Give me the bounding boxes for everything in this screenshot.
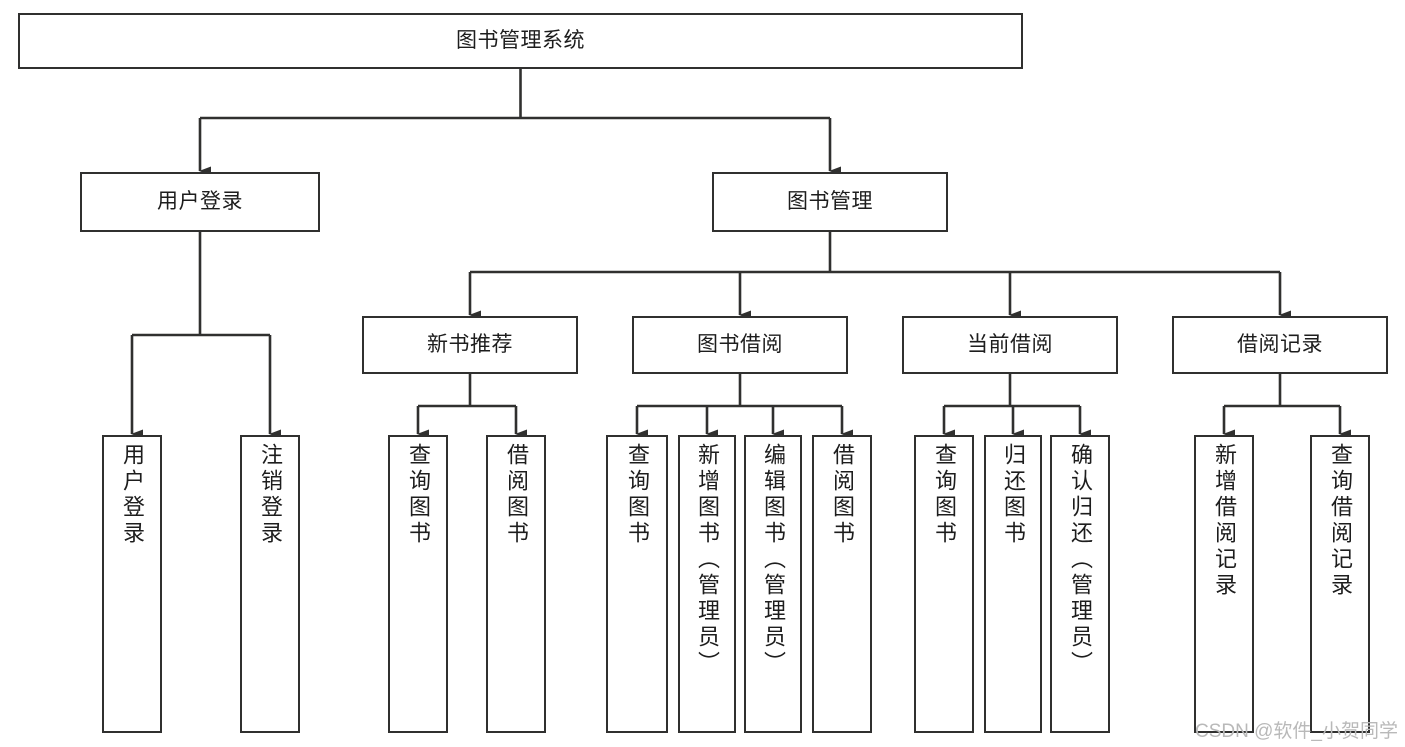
edge-layer: [130, 69, 1351, 439]
node-label: 查询图书: [932, 443, 957, 547]
node-box-l3-9[interactable]: 归还图书: [984, 435, 1042, 733]
node-label: 用户登录: [157, 189, 243, 213]
node-box-l1-1[interactable]: 图书管理: [712, 172, 948, 232]
node-box-l3-2[interactable]: 查询图书: [388, 435, 448, 733]
node-box-l3-5[interactable]: 新增图书（管理员）: [678, 435, 736, 733]
node-box-root[interactable]: 图书管理系统: [18, 13, 1023, 69]
node-box-l3-11[interactable]: 新增借阅记录: [1194, 435, 1254, 733]
watermark-text: CSDN @软件_小贺同学: [1195, 721, 1398, 742]
node-box-l2-0[interactable]: 新书推荐: [362, 316, 578, 374]
node-label: 查询图书: [625, 443, 650, 547]
node-label: 用户登录: [120, 443, 145, 547]
node-box-l3-4[interactable]: 查询图书: [606, 435, 668, 733]
node-label: 图书管理: [787, 189, 873, 213]
node-box-l3-6[interactable]: 编辑图书（管理员）: [744, 435, 802, 733]
node-box-l3-7[interactable]: 借阅图书: [812, 435, 872, 733]
node-label: 图书管理系统: [456, 28, 585, 52]
node-box-l2-3[interactable]: 借阅记录: [1172, 316, 1388, 374]
node-label: 借阅记录: [1237, 332, 1323, 356]
node-label: 借阅图书: [830, 443, 855, 547]
node-label: 新书推荐: [427, 332, 513, 356]
node-box-l1-0[interactable]: 用户登录: [80, 172, 320, 232]
node-label: 确认归还（管理员）: [1068, 443, 1093, 677]
node-label: 新增借阅记录: [1212, 443, 1237, 599]
node-label: 查询图书: [406, 443, 431, 547]
node-box-l3-3[interactable]: 借阅图书: [486, 435, 546, 733]
node-label: 归还图书: [1001, 443, 1026, 547]
node-box-l3-10[interactable]: 确认归还（管理员）: [1050, 435, 1110, 733]
node-box-l2-2[interactable]: 当前借阅: [902, 316, 1118, 374]
node-box-l3-12[interactable]: 查询借阅记录: [1310, 435, 1370, 733]
node-label: 新增图书（管理员）: [695, 443, 720, 677]
node-label: 注销登录: [258, 443, 283, 547]
node-label: 查询借阅记录: [1328, 443, 1353, 599]
node-label: 编辑图书（管理员）: [761, 443, 786, 677]
node-label: 当前借阅: [967, 332, 1053, 356]
node-box-l3-0[interactable]: 用户登录: [102, 435, 162, 733]
node-label: 图书借阅: [697, 332, 783, 356]
node-box-l2-1[interactable]: 图书借阅: [632, 316, 848, 374]
node-label: 借阅图书: [504, 443, 529, 547]
node-box-l3-8[interactable]: 查询图书: [914, 435, 974, 733]
node-box-l3-1[interactable]: 注销登录: [240, 435, 300, 733]
